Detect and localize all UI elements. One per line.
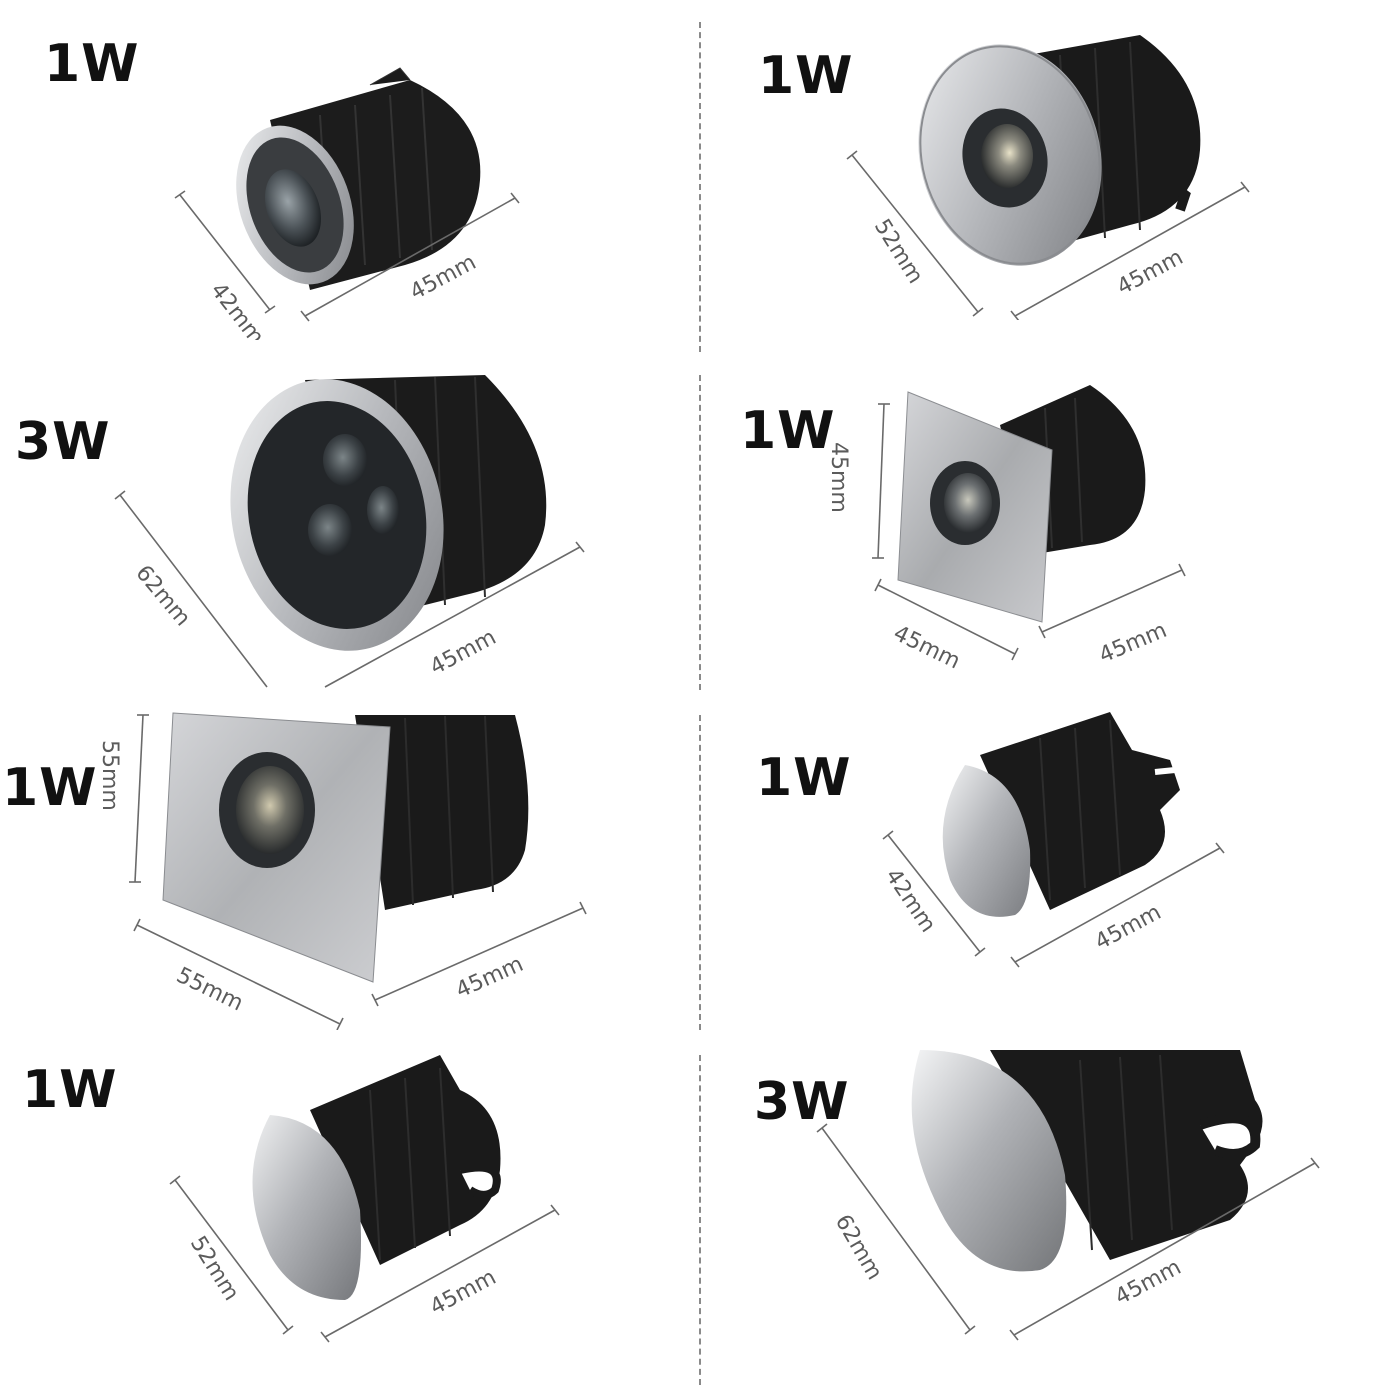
dimension-line — [821, 1127, 971, 1331]
dimension-line — [119, 494, 268, 688]
power-label: 1W — [22, 1060, 118, 1120]
power-label: 1W — [740, 401, 836, 461]
dimension-line — [179, 194, 271, 311]
dimension-label: 42mm — [205, 278, 268, 340]
dimension-label: 45mm — [1113, 245, 1187, 300]
product-image-round-flat: 42mm 45mm — [174, 67, 520, 340]
dimension-label: 55mm — [97, 740, 122, 811]
dimension-line — [374, 907, 584, 1001]
product-image-half-dome: 52mm 45mm — [169, 1055, 560, 1343]
dimension-line — [324, 546, 581, 688]
dimension-line — [877, 403, 885, 559]
dimension-line — [1014, 186, 1246, 317]
power-label: 1W — [758, 46, 854, 106]
dimension-line — [134, 714, 144, 883]
dimension-label: 45mm — [426, 1265, 500, 1320]
column-divider — [699, 1055, 701, 1385]
dimension-label: 55mm — [172, 963, 247, 1017]
product-image-square-large: 55mm 55mm 45mm — [97, 712, 587, 1030]
dimension-label: 52mm — [185, 1232, 244, 1305]
dimension-line — [324, 1209, 556, 1338]
dimension-label: 45mm — [889, 621, 964, 675]
power-label: 1W — [2, 758, 98, 818]
product-image-half-dome-large: 62mm 45mm — [816, 1050, 1320, 1341]
dimension-line — [887, 834, 981, 953]
dimension-label: 45mm — [426, 625, 500, 680]
product-image-half-dome: 42mm 45mm — [880, 712, 1225, 968]
dimension-label: 62mm — [830, 1211, 887, 1285]
dimension-label: 45mm — [452, 952, 527, 1004]
dimension-line — [304, 197, 516, 317]
product-image-round-3led: 62mm 45mm — [114, 375, 585, 688]
dimension-line — [136, 924, 341, 1025]
dimension-line — [174, 1179, 289, 1331]
column-divider — [699, 375, 701, 690]
dimension-label: 62mm — [130, 561, 195, 631]
column-divider — [699, 22, 701, 352]
dimension-label: 42mm — [880, 864, 940, 937]
power-label: 3W — [15, 412, 111, 472]
column-divider — [699, 715, 701, 1030]
product-image-square: 45mm 45mm 45mm — [826, 385, 1186, 675]
dimension-line — [851, 154, 979, 313]
dimension-label: 45mm — [1091, 900, 1165, 955]
dimension-label: 45mm — [1096, 618, 1171, 669]
dimension-line — [877, 584, 1016, 655]
dimension-line — [1014, 847, 1221, 963]
dimension-line — [1013, 1162, 1316, 1336]
power-label: 1W — [756, 748, 852, 808]
dimension-label: 52mm — [869, 215, 928, 288]
power-label: 3W — [754, 1072, 850, 1132]
dimension-label: 45mm — [826, 442, 851, 513]
dimension-label: 45mm — [1111, 1255, 1185, 1310]
power-label: 1W — [44, 34, 140, 94]
product-image-round-large: 52mm 45mm — [846, 35, 1250, 320]
dimension-line — [1041, 569, 1183, 633]
